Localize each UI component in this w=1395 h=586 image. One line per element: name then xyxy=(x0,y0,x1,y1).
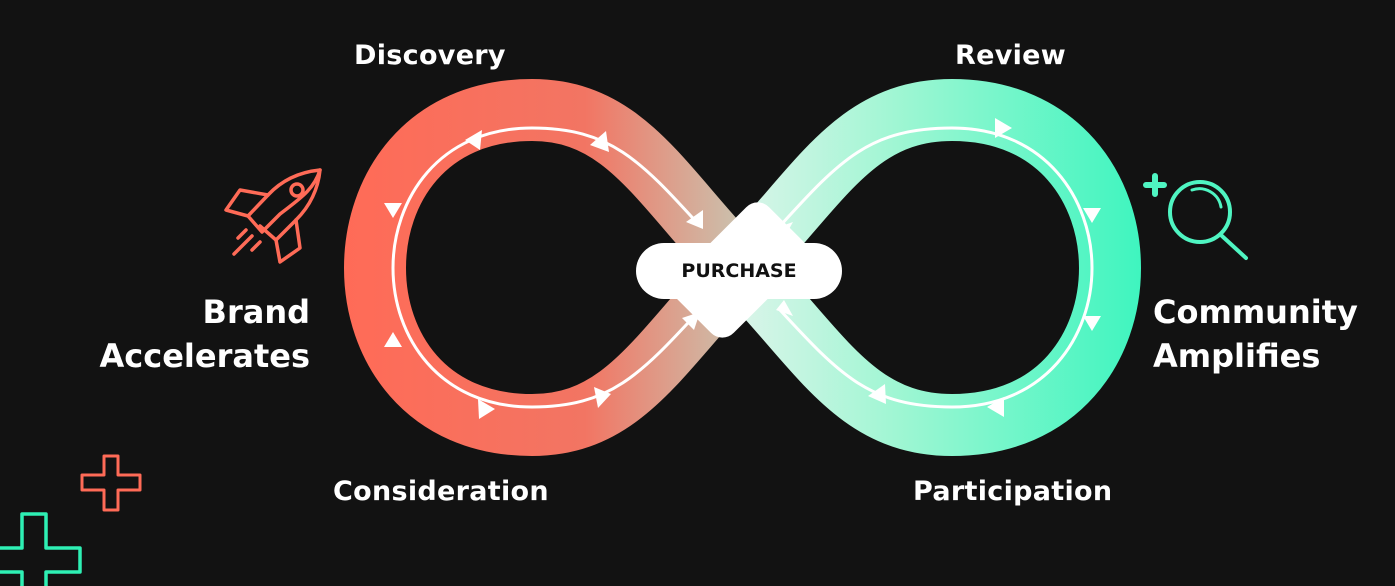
rocket-icon xyxy=(224,168,322,264)
stage-label-consideration: Consideration xyxy=(333,476,549,507)
plus-outline-green xyxy=(0,512,82,586)
purchase-label: PURCHASE xyxy=(681,260,797,282)
flow-arrow xyxy=(478,399,495,419)
brand-caption-line2: Accelerates xyxy=(99,337,311,375)
brand-accelerates-caption: Brand Accelerates xyxy=(100,290,311,378)
community-caption-line1: Community xyxy=(1153,293,1358,331)
flow-arrow xyxy=(465,130,482,150)
flow-arrow xyxy=(590,131,609,152)
flow-arrow xyxy=(1083,316,1101,331)
community-caption-line2: Amplifies xyxy=(1153,337,1321,375)
flow-line xyxy=(391,126,1094,409)
flow-arrow xyxy=(1083,208,1101,223)
flow-arrow xyxy=(384,332,402,347)
brand-caption-line1: Brand xyxy=(202,293,310,331)
flow-arrow xyxy=(995,118,1012,138)
flow-arrow xyxy=(868,384,886,404)
plus-outline-coral xyxy=(80,454,142,512)
stage-label-discovery: Discovery xyxy=(354,40,506,71)
stage-label-participation: Participation xyxy=(913,476,1113,507)
flow-arrow xyxy=(776,300,793,316)
infinity-right-lobe xyxy=(709,78,1142,457)
community-amplifies-caption: Community Amplifies xyxy=(1153,290,1358,378)
flow-arrow xyxy=(987,397,1004,417)
purchase-node xyxy=(636,202,842,338)
flow-arrow xyxy=(686,210,703,229)
flow-arrow xyxy=(594,387,611,408)
search-plus-icon xyxy=(1143,173,1248,260)
flow-arrow xyxy=(384,203,402,218)
infinity-left-lobe xyxy=(343,78,771,457)
stage-label-review: Review xyxy=(955,40,1067,71)
